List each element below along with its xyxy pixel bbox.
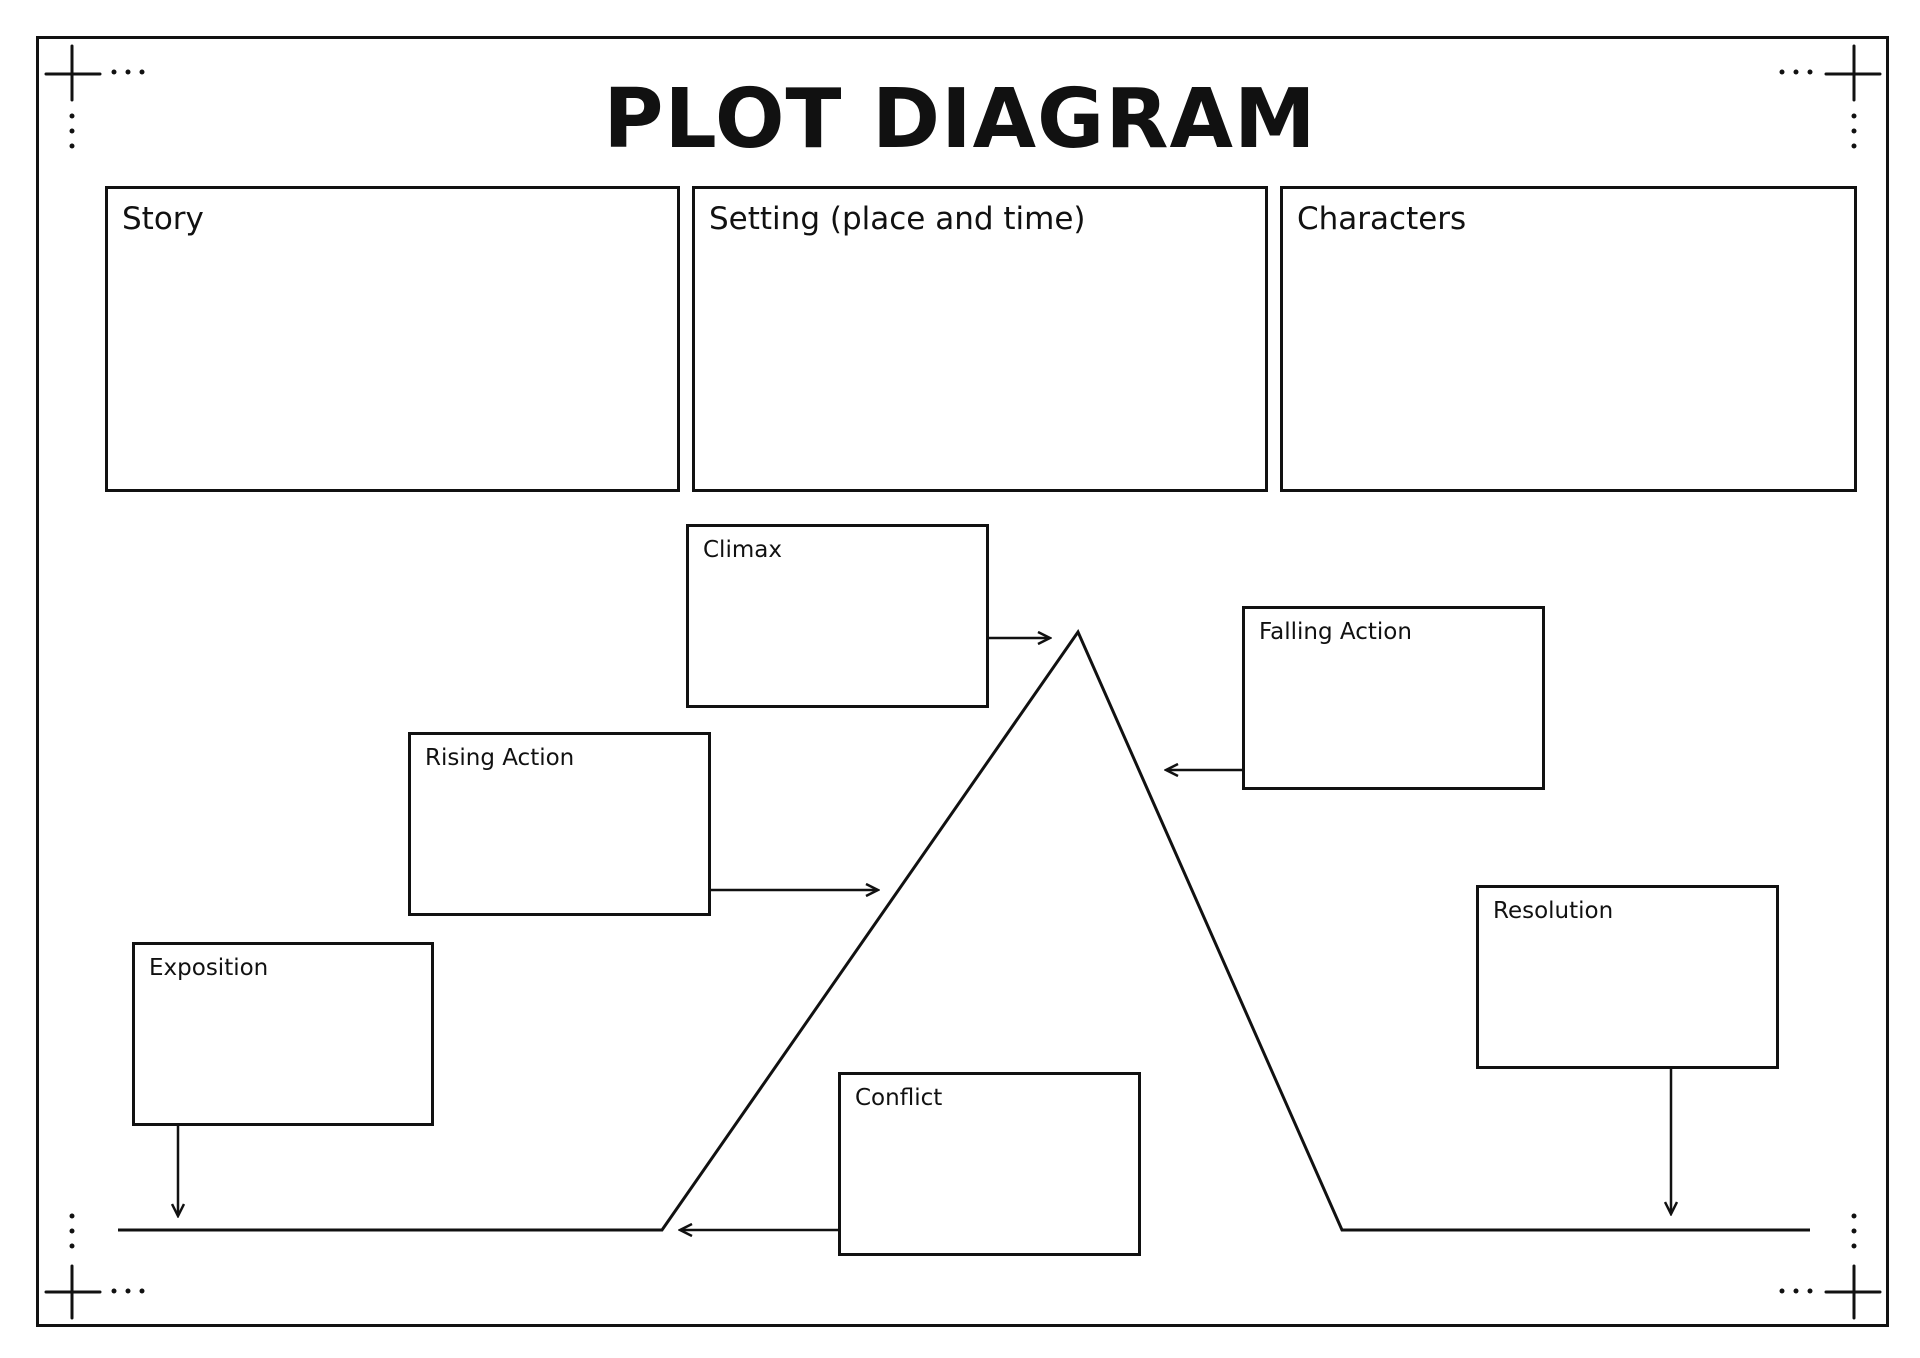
resolution-box[interactable]: Resolution [1476, 885, 1779, 1069]
characters-box[interactable]: Characters [1280, 186, 1857, 492]
conflict-label: Conflict [855, 1085, 943, 1111]
story-label: Story [122, 201, 204, 237]
corner-mark-top-left [44, 44, 102, 102]
climax-label: Climax [703, 537, 782, 563]
page-border [36, 36, 1889, 1327]
exposition-label: Exposition [149, 955, 269, 981]
exposition-box[interactable]: Exposition [132, 942, 434, 1126]
page-title: PLOT DIAGRAM [603, 72, 1317, 167]
rising-action-label: Rising Action [425, 745, 575, 771]
conflict-box[interactable]: Conflict [838, 1072, 1141, 1256]
falling-action-box[interactable]: Falling Action [1242, 606, 1545, 790]
corner-mark-top-right [1824, 44, 1882, 102]
corner-mark-bottom-left [44, 1264, 102, 1320]
story-box[interactable]: Story [105, 186, 680, 492]
plot-line [118, 628, 1810, 1232]
rising-action-box[interactable]: Rising Action [408, 732, 711, 916]
falling-action-label: Falling Action [1259, 619, 1412, 645]
resolution-label: Resolution [1493, 898, 1614, 924]
setting-label: Setting (place and time) [709, 201, 1086, 237]
corner-mark-bottom-right [1824, 1264, 1882, 1320]
characters-label: Characters [1297, 201, 1467, 237]
setting-box[interactable]: Setting (place and time) [692, 186, 1268, 492]
climax-box[interactable]: Climax [686, 524, 989, 708]
